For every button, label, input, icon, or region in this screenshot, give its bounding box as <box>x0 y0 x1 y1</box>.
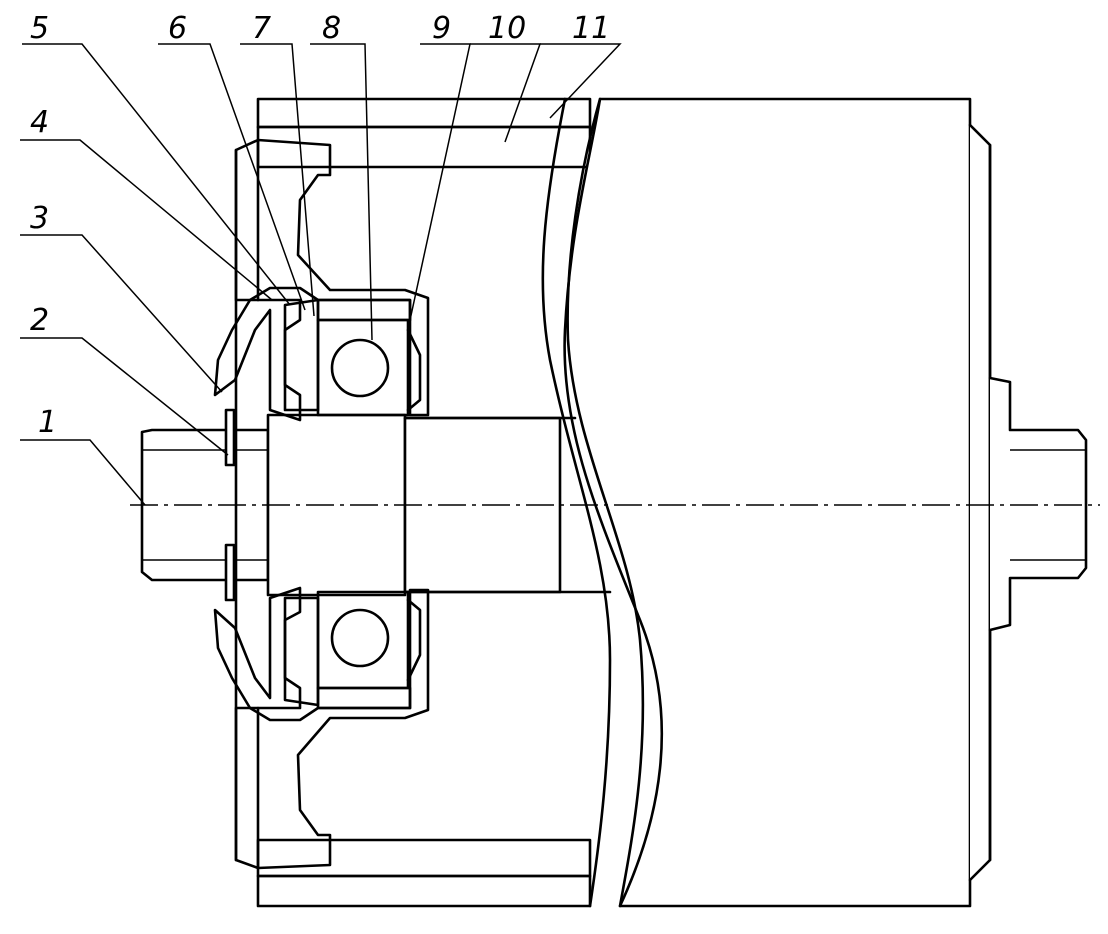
hub-part-6 <box>234 138 430 870</box>
callout-labels: 1 2 3 4 5 6 7 8 9 10 11 <box>30 11 610 440</box>
callout-2: 2 <box>30 303 49 338</box>
circlip-part-2 <box>224 408 236 602</box>
callout-8: 8 <box>322 11 341 46</box>
leader-lines <box>20 43 622 506</box>
callout-9: 9 <box>432 11 451 46</box>
callout-1: 1 <box>38 405 57 440</box>
callout-4: 4 <box>30 105 49 140</box>
break-line <box>541 97 645 908</box>
callout-7: 7 <box>252 11 271 46</box>
bearing-part-9 <box>316 318 422 690</box>
callout-6: 6 <box>168 11 187 46</box>
cylinder-body <box>563 97 1088 908</box>
callout-3: 3 <box>30 201 49 236</box>
callout-5: 5 <box>30 11 49 46</box>
callout-11: 11 <box>572 11 610 46</box>
callout-10: 10 <box>488 11 526 46</box>
